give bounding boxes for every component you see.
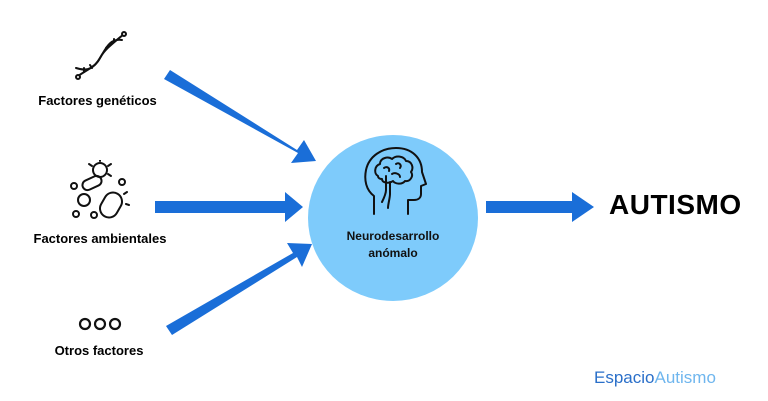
factor-label-other: Otros factores [54, 343, 144, 358]
arrow-output [486, 192, 594, 222]
factor-label-genetic: Factores genéticos [38, 93, 157, 108]
ellipsis-icon [78, 317, 122, 331]
factor-label-environmental: Factores ambientales [33, 231, 167, 246]
arrow-other [166, 243, 312, 335]
arrow-environmental [155, 192, 303, 222]
center-label-line1: Neurodesarrollo [346, 229, 440, 243]
result-label: AUTISMO [609, 189, 742, 220]
brand-logo: EspacioAutismo [594, 368, 716, 388]
neurodevelopment-circle [308, 135, 478, 301]
brain-head-icon [360, 146, 430, 218]
arrow-genetic [164, 70, 316, 163]
center-label-line2: anómalo [368, 246, 418, 260]
center-label: Neurodesarrollo anómalo [308, 228, 478, 262]
microbes-icon [66, 158, 132, 222]
brand-part2: Autismo [654, 368, 716, 387]
dna-icon [70, 28, 130, 84]
brand-part1: Espacio [594, 368, 655, 387]
